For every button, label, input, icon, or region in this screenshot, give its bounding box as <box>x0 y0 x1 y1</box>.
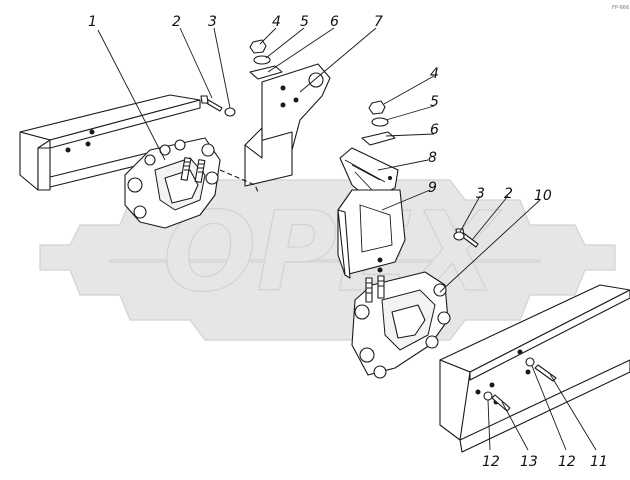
callout-5: 5 <box>300 14 309 30</box>
callout-6: 6 <box>330 14 339 30</box>
callout-4: 4 <box>430 66 439 82</box>
washer-3-left <box>224 107 236 117</box>
washer-3-right <box>453 231 465 241</box>
bolt-11 <box>534 364 557 382</box>
bolt-2-left <box>200 95 223 112</box>
callout-12: 12 <box>482 454 500 470</box>
bracket-7 <box>244 63 331 187</box>
assembly-line <box>219 169 259 193</box>
corner-mark: FP-666 <box>612 5 629 11</box>
washer-12-right <box>525 357 535 367</box>
right-frame-rail <box>439 284 630 453</box>
rail-hole <box>65 147 71 153</box>
rail-hole <box>85 141 91 147</box>
nut-4-right <box>368 100 386 115</box>
callout-10: 10 <box>534 188 552 204</box>
right-engine-mount <box>351 271 451 379</box>
plate-8 <box>339 147 399 201</box>
callout-9: 9 <box>428 180 437 196</box>
plate-6-upper <box>249 65 283 80</box>
washer-12-left <box>483 391 493 401</box>
callout-12: 12 <box>558 454 576 470</box>
rail-hole <box>89 129 95 135</box>
left-engine-mount <box>124 137 221 229</box>
rail-hole <box>475 389 481 395</box>
callout-2: 2 <box>504 186 513 202</box>
leader-lines <box>97 27 597 451</box>
watermark-text: ОРЕХ <box>163 188 502 316</box>
bracket-9 <box>337 189 406 279</box>
rail-hole <box>517 349 523 355</box>
callout-labels: 1 2 3 4 5 6 7 4 5 6 8 9 3 2 10 12 13 12 … <box>88 14 608 470</box>
callout-1: 1 <box>88 14 97 30</box>
rail-hole <box>489 382 495 388</box>
callout-7: 7 <box>374 14 383 30</box>
callout-3: 3 <box>208 14 217 30</box>
nut-4-upper <box>249 39 267 54</box>
callout-11: 11 <box>590 454 608 470</box>
callout-13: 13 <box>520 454 538 470</box>
rail-hole <box>525 369 531 375</box>
left-frame-rail <box>19 94 201 191</box>
washer-5-right <box>371 117 389 127</box>
callout-4: 4 <box>272 14 281 30</box>
callout-2: 2 <box>172 14 181 30</box>
callout-6: 6 <box>430 122 439 138</box>
callout-8: 8 <box>428 150 437 166</box>
plate-6-right <box>361 131 396 146</box>
callout-3: 3 <box>476 186 485 202</box>
callout-5: 5 <box>430 94 439 110</box>
